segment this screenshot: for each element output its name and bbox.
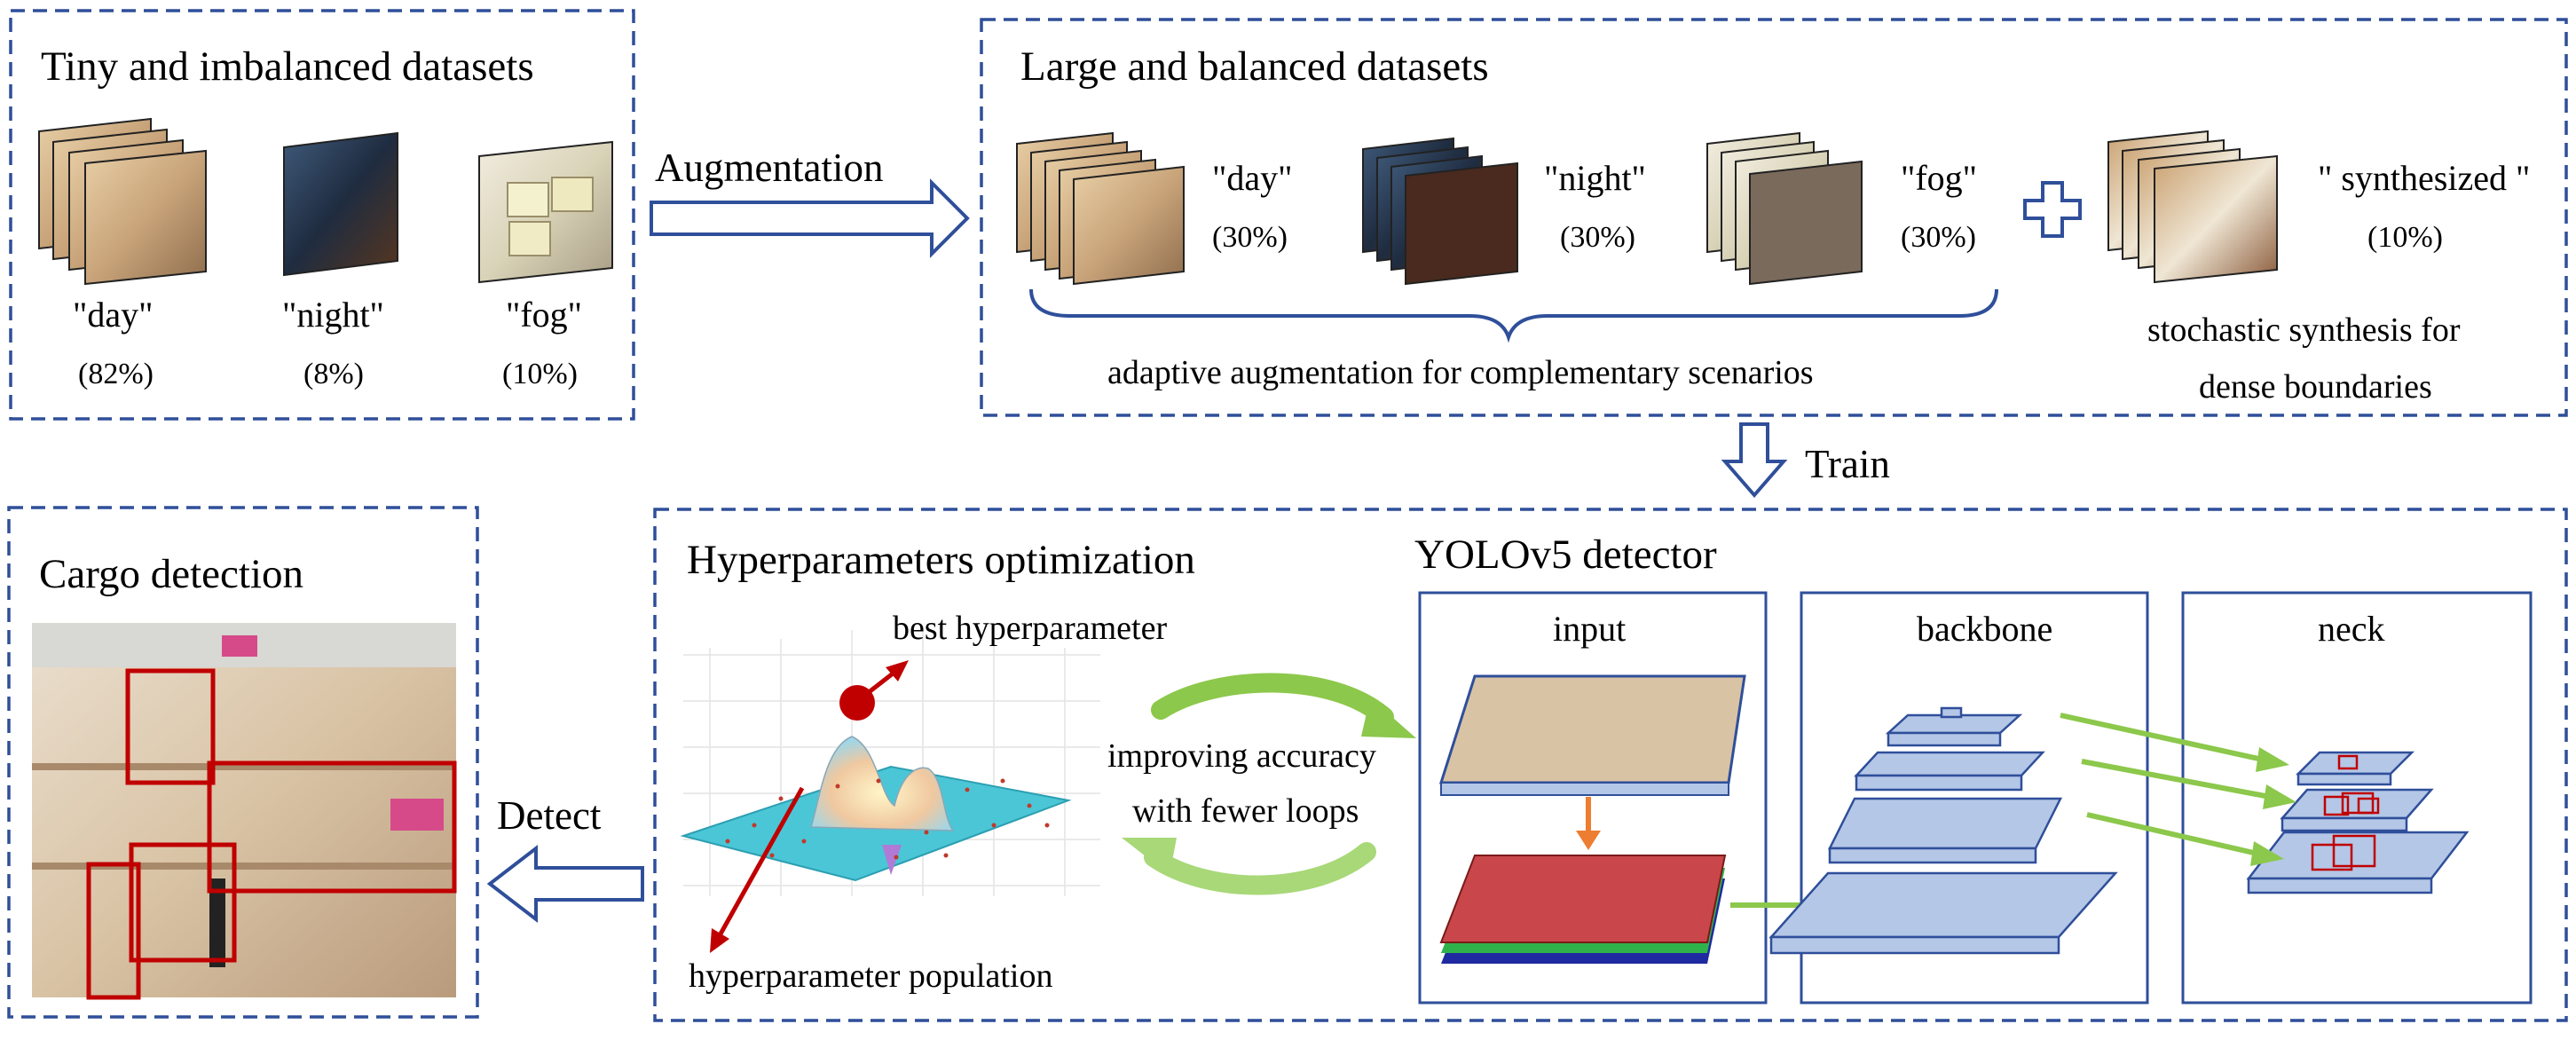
day-image-stack [38,117,207,286]
input-block: input [1418,591,1768,1005]
cargo-panel-frame [7,506,479,1019]
large-panel-frame [980,18,2568,417]
plus-icon [2023,181,2082,238]
best-hyperparameter-label: best hyperparameter [893,610,1167,647]
neck-label: neck [2318,609,2385,649]
large-night-label: "night" [1544,158,1646,198]
neck-block: neck [2181,591,2533,1005]
tiny-day-pct: (82%) [78,358,154,390]
large-fog-label: "fog" [1901,158,1977,198]
tiny-fog-label: "fog" [506,295,582,335]
synthesis-caption-line1: stochastic synthesis for [2147,311,2461,349]
yolo-title: YOLOv5 detector [1414,532,1717,578]
training-panel-frame [653,508,2568,1022]
large-datasets-panel: Large and balanced datasets "day" (30%) … [980,18,2568,417]
loop-caption-line1: improving accuracy [1107,737,1376,775]
adaptive-caption: adaptive augmentation for complementary … [1107,354,1814,391]
tiny-datasets-panel: Tiny and imbalanced datasets "day" (82%)… [9,9,635,421]
large-fog-stack [1706,131,1863,286]
detection-boxes [86,668,457,1000]
detect-label: Detect [497,793,602,838]
curly-brace [1029,288,1998,343]
large-night-stack [1362,137,1518,286]
fog-image [478,140,613,284]
cargo-panel-title: Cargo detection [39,551,303,597]
tiny-night-label: "night" [282,295,384,335]
synthesized-label: " synthesized " [2318,158,2530,198]
detect-arrow: Detect [486,793,644,924]
large-night-pct: (30%) [1560,221,1635,254]
augmentation-arrow: Augmentation [650,146,970,258]
train-arrow: Train [1721,422,1890,499]
loop-arrows [1122,673,1416,895]
synthesized-stack [2107,130,2278,284]
backbone-to-neck-arrows [2060,713,2296,866]
training-panel: Hyperparameters optimization best [653,508,2568,1022]
tiny-fog-pct: (10%) [502,358,578,390]
night-image [283,131,398,277]
loop-caption-line2: with fewer loops [1132,792,1359,830]
tiny-night-pct: (8%) [303,358,364,390]
large-day-label: "day" [1212,158,1292,198]
cargo-photo [32,623,456,997]
large-day-stack [1016,131,1185,286]
train-label: Train [1805,442,1890,486]
synthesized-pct: (10%) [2367,221,2443,254]
hyperparameter-population-label: hyperparameter population [689,957,1052,995]
tiny-day-label: "day" [73,295,153,335]
input-label: input [1553,609,1626,649]
tiny-panel-frame [9,9,635,421]
optimization-surface [680,630,1100,953]
large-fog-pct: (30%) [1901,221,1976,254]
cargo-detection-panel: Cargo detection [7,506,479,1019]
backbone-block: backbone [1769,591,2149,1005]
backbone-label: backbone [1917,609,2052,649]
tiny-panel-title: Tiny and imbalanced datasets [41,43,534,90]
hyper-panel-title: Hyperparameters optimization [687,537,1195,583]
neck-anchor-boxes [2311,754,2380,871]
augmentation-label: Augmentation [655,146,883,190]
large-panel-title: Large and balanced datasets [1020,43,1489,90]
synthesis-caption-line2: dense boundaries [2199,368,2432,406]
large-day-pct: (30%) [1212,221,1288,254]
